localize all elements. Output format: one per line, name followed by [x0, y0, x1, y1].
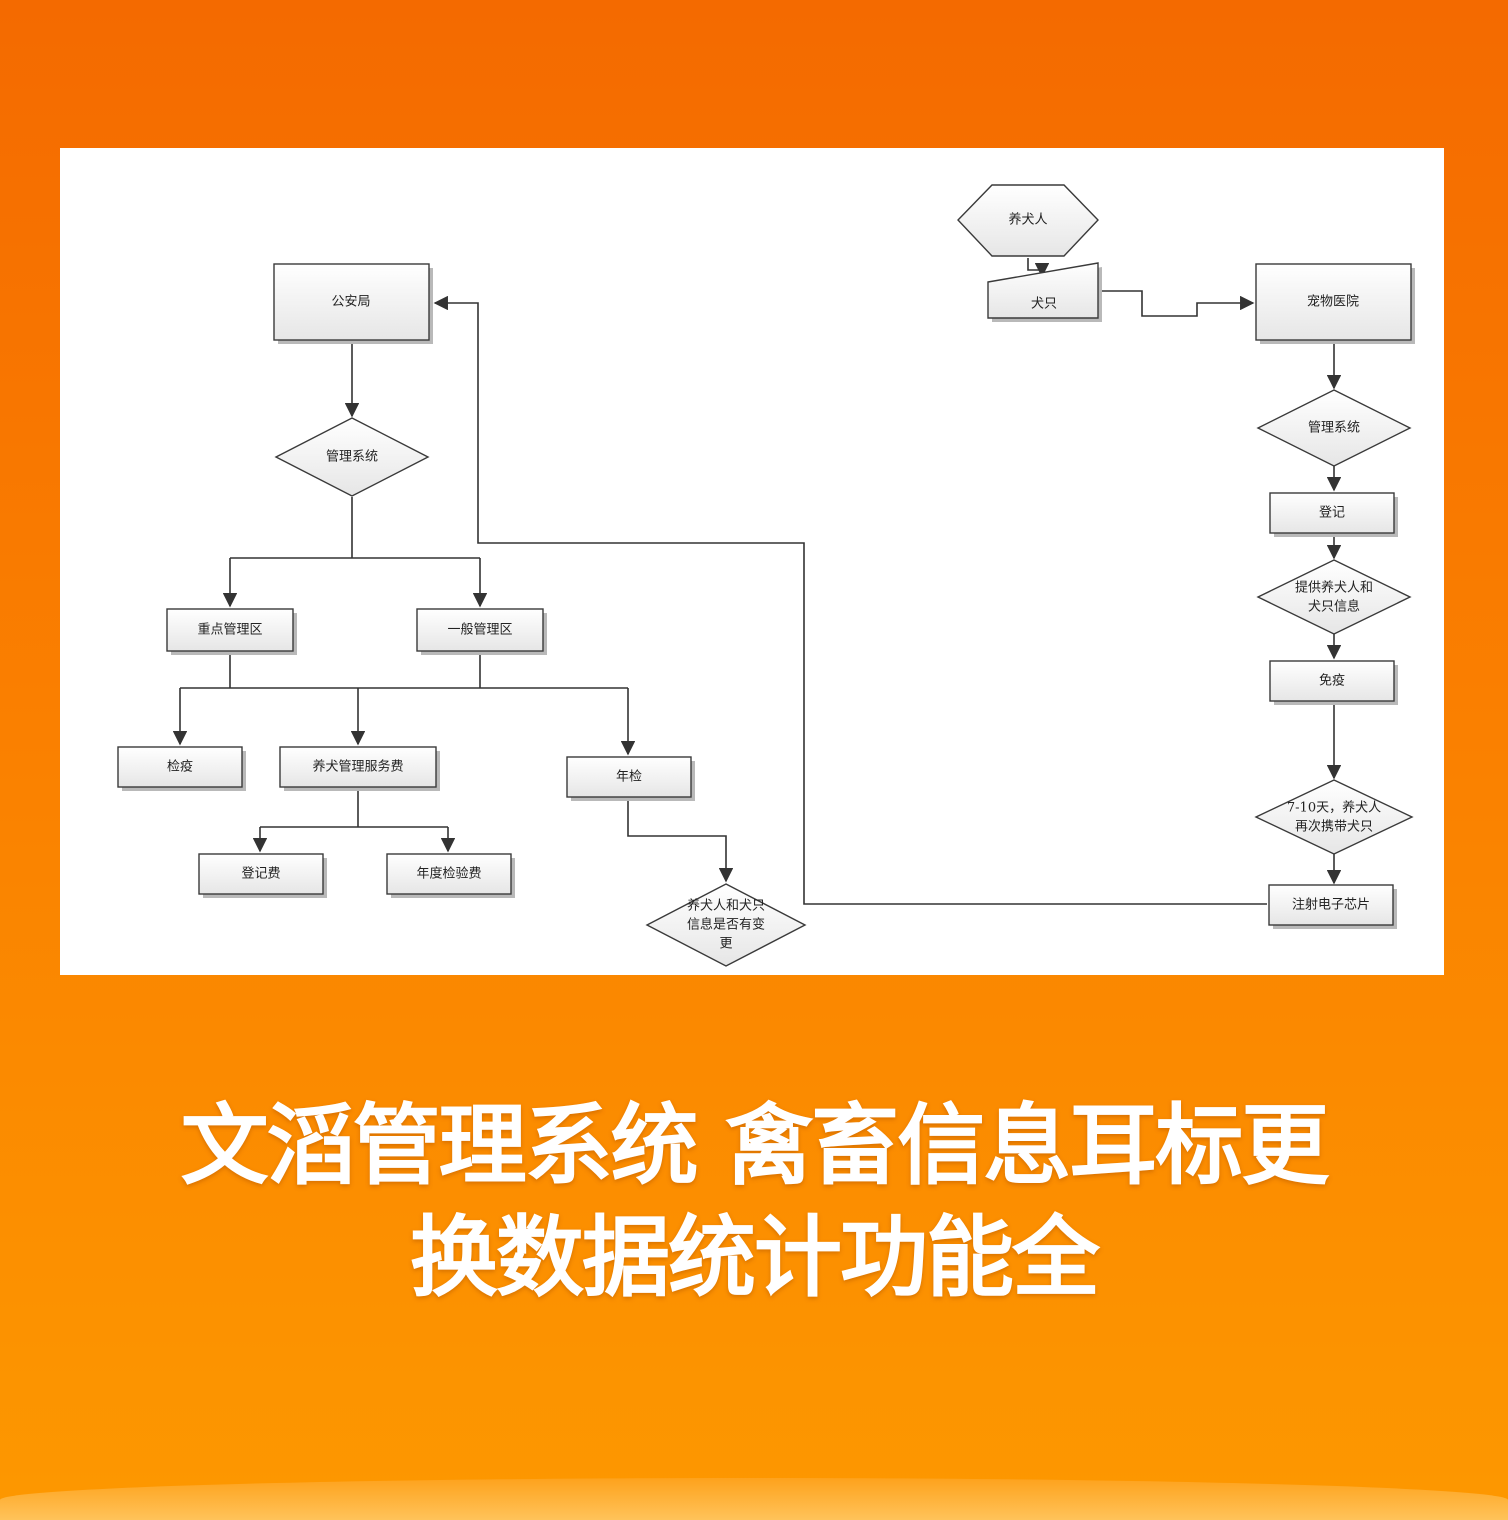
node-provide-info-line2: 犬只信息 [1308, 599, 1360, 615]
node-dog-label: 犬只 [1031, 297, 1057, 312]
node-quarantine-label: 检疫 [167, 759, 193, 775]
edge-mgmt-to-zones [230, 497, 480, 559]
node-register-fee-label: 登记费 [241, 867, 280, 882]
node-immunize: 免疫 [1269, 660, 1398, 705]
node-info-change: 养犬人和犬只 信息是否有变 更 [645, 883, 807, 967]
node-register-fee: 登记费 [198, 853, 327, 898]
headline-line-1: 文滔管理系统 禽畜信息耳标更 [180, 1094, 1330, 1197]
node-hospital-label: 宠物医院 [1307, 294, 1359, 310]
node-annual-fee: 年度检验费 [386, 853, 515, 898]
node-mgmt-left: 管理系统 [274, 417, 430, 497]
node-mgmt-right: 管理系统 [1256, 389, 1412, 467]
node-police-label: 公安局 [331, 295, 370, 310]
node-info-change-line3: 更 [719, 937, 732, 952]
node-provide-info-line1: 提供养犬人和 [1295, 580, 1373, 596]
node-key-zone: 重点管理区 [166, 608, 297, 655]
headline-line-2: 换数据统计功能全 [409, 1206, 1100, 1309]
node-general-zone-label: 一般管理区 [447, 622, 512, 638]
node-annual-fee-label: 年度检验费 [416, 866, 481, 882]
node-register: 登记 [1269, 492, 1398, 537]
node-return-visit-line2: 再次携带犬只 [1295, 819, 1373, 835]
node-info-change-line2: 信息是否有变 [687, 917, 765, 933]
edges [172, 258, 1342, 905]
node-general-zone: 一般管理区 [416, 608, 547, 655]
node-owner: 养犬人 [957, 184, 1099, 257]
node-return-visit-line1: 7-10天，养犬人 [1287, 800, 1381, 816]
edge-check-to-change [627, 798, 734, 883]
node-chip-label: 注射电子芯片 [1292, 897, 1370, 913]
node-annual-check-label: 年检 [616, 770, 642, 785]
node-info-change-line1: 养犬人和犬只 [687, 898, 765, 914]
node-immunize-label: 免疫 [1319, 673, 1345, 689]
node-police: 公安局 [273, 263, 433, 344]
edge-chip-to-police [433, 295, 1267, 905]
node-chip: 注射电子芯片 [1268, 884, 1397, 929]
node-service-fee: 养犬管理服务费 [279, 746, 440, 791]
edge-fee-bus [260, 788, 448, 828]
flowchart-panel: 公安局 管理系统 重点管理区 一般管理区 检疫 养犬管理服务费 年检 登记费 年… [60, 148, 1444, 975]
headline: 文滔管理系统 禽畜信息耳标更 换数据统计功能全 [40, 1090, 1468, 1314]
node-key-zone-label: 重点管理区 [197, 622, 262, 638]
flowchart: 公安局 管理系统 重点管理区 一般管理区 检疫 养犬管理服务费 年检 登记费 年… [117, 184, 1415, 967]
node-hospital: 宠物医院 [1255, 263, 1415, 344]
node-mgmt-right-label: 管理系统 [1308, 421, 1360, 436]
edge-dog-to-hospital [1100, 290, 1255, 317]
node-quarantine: 检疫 [117, 746, 246, 791]
node-provide-info: 提供养犬人和 犬只信息 [1256, 559, 1412, 635]
node-return-visit: 7-10天，养犬人 再次携带犬只 [1254, 779, 1414, 855]
bottom-band [0, 1478, 1508, 1520]
node-register-label: 登记 [1319, 506, 1345, 521]
node-mgmt-left-label: 管理系统 [326, 450, 378, 465]
node-annual-check: 年检 [566, 756, 695, 801]
node-owner-label: 养犬人 [1008, 212, 1047, 228]
edge-zones-bus [180, 652, 628, 689]
node-dog: 犬只 [987, 262, 1102, 322]
node-service-fee-label: 养犬管理服务费 [312, 759, 403, 775]
